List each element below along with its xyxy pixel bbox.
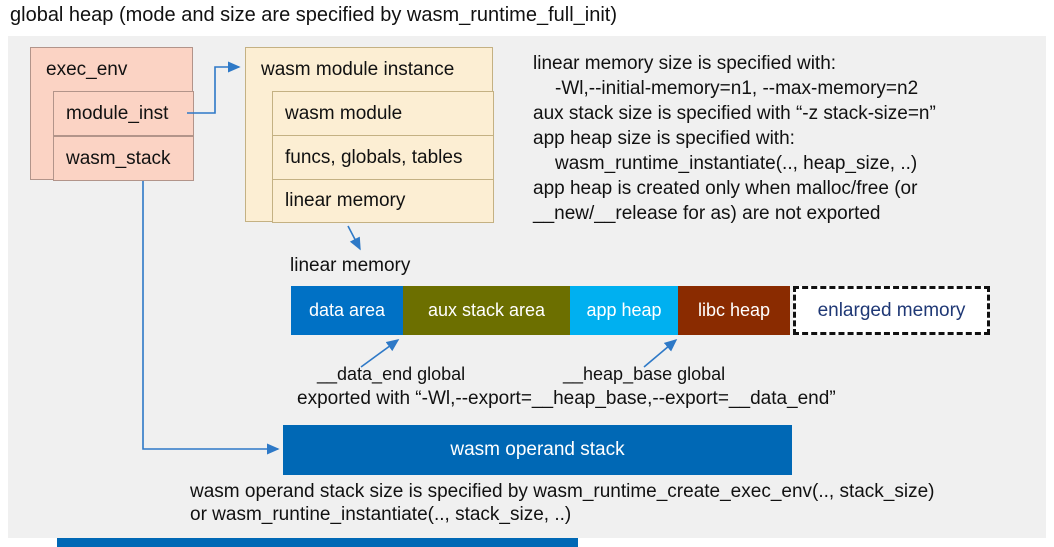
memory-size-notes: linear memory size is specified with: -W… bbox=[533, 51, 936, 226]
enlarged-memory-segment: enlarged memory bbox=[793, 286, 990, 335]
wasm-stack-box: wasm_stack bbox=[53, 136, 194, 181]
note-line: __new/__release for as) are not exported bbox=[533, 203, 881, 224]
wasm-module-instance-box: wasm module instance wasm module funcs, … bbox=[245, 47, 494, 223]
note-line: linear memory size is specified with: bbox=[533, 53, 837, 74]
note-line: wasm_runtime_instantiate(.., heap_size, … bbox=[555, 153, 918, 174]
note-line: app heap size is specified with: bbox=[533, 128, 795, 149]
aux-stack-area-segment: aux stack area bbox=[403, 286, 570, 335]
linear-memory-bar-label: linear memory bbox=[290, 255, 411, 276]
wasm-module-instance-label: wasm module instance bbox=[261, 58, 455, 80]
exec-env-box: exec_env module_inst wasm_stack bbox=[30, 47, 194, 181]
note-line: wasm operand stack size is specified by … bbox=[190, 481, 935, 502]
funcs-globals-tables-box: funcs, globals, tables bbox=[272, 135, 494, 180]
wasm-module-box: wasm module bbox=[272, 91, 494, 136]
operand-stack-notes: wasm operand stack size is specified by … bbox=[190, 480, 935, 526]
heap-base-global-label: __heap_base global bbox=[563, 364, 726, 384]
note-line: or wasm_runtine_instantiate(.., stack_si… bbox=[190, 504, 572, 525]
note-line: app heap is created only when malloc/fre… bbox=[533, 178, 918, 199]
wasm-operand-stack-bar: wasm operand stack bbox=[283, 425, 792, 475]
diagram-title: global heap (mode and size are specified… bbox=[10, 4, 617, 26]
module-inst-box: module_inst bbox=[53, 91, 194, 136]
data-area-segment: data area bbox=[291, 286, 403, 335]
data-end-global-label: __data_end global bbox=[317, 364, 466, 384]
export-flags-label: exported with “-Wl,--export=__heap_base,… bbox=[297, 388, 836, 409]
exec-env-label: exec_env bbox=[46, 58, 128, 80]
note-line: aux stack size is specified with “-z sta… bbox=[533, 103, 936, 124]
app-heap-segment: app heap bbox=[570, 286, 678, 335]
libc-heap-segment: libc heap bbox=[678, 286, 790, 335]
bottom-accent-bar bbox=[57, 538, 578, 547]
linear-memory-box: linear memory bbox=[272, 179, 494, 223]
note-line: -Wl,--initial-memory=n1, --max-memory=n2 bbox=[555, 78, 919, 99]
